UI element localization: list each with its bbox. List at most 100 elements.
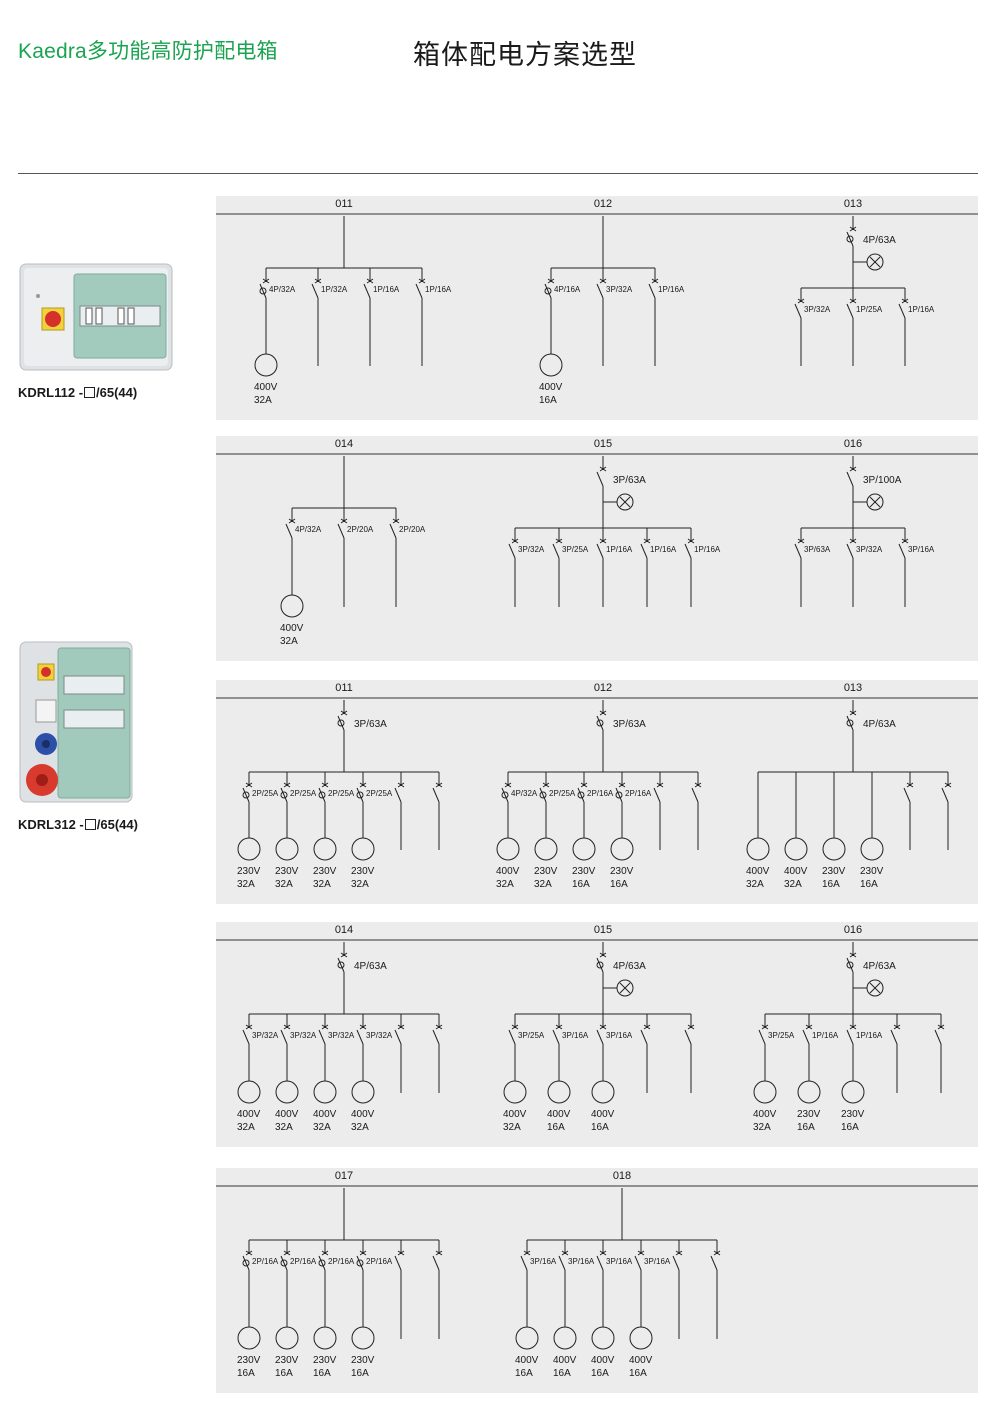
socket-outlet-icon	[515, 1326, 539, 1350]
switch-blade	[280, 787, 288, 803]
scheme-012: 0123P/63A4P/32A400V32A2P/25A230V32A2P/16…	[496, 682, 702, 890]
switch-blade	[640, 543, 648, 559]
breaker-label: 3P/32A	[290, 1031, 317, 1040]
switch-blade	[544, 283, 552, 299]
outlet-current: 16A	[572, 879, 590, 890]
switch-blade	[318, 1029, 326, 1045]
socket-outlet-icon	[313, 1080, 337, 1104]
switch-blade	[508, 1029, 516, 1045]
pilot-lamp-icon	[616, 493, 634, 511]
socket-outlet-icon	[797, 1080, 821, 1104]
branch-circuit: 400V 32A	[784, 772, 808, 890]
switch-blade	[596, 1029, 604, 1045]
switch-x-mark	[359, 1024, 367, 1030]
scheme-code: 016	[844, 924, 862, 936]
outlet-voltage: 230V	[351, 1355, 375, 1366]
outlet-voltage: 400V	[539, 382, 563, 393]
switch-x-mark	[397, 782, 405, 788]
branch-circuit	[640, 1014, 651, 1093]
switch-blade	[846, 471, 854, 487]
pilot-lamp-icon	[869, 496, 881, 508]
switch-x-mark	[849, 298, 857, 304]
product-image-kdrl312	[19, 641, 133, 803]
breaker-label: 1P/16A	[856, 1031, 883, 1040]
outlet-current: 16A	[237, 1368, 255, 1379]
switch-blade	[552, 1029, 560, 1045]
switch-blade	[898, 303, 906, 319]
scheme-code: 011	[335, 682, 353, 694]
outlet-voltage: 230V	[860, 866, 884, 877]
switch-x-mark	[397, 1250, 405, 1256]
branch-circuit: 3P/32A	[794, 288, 831, 366]
branch-circuit	[394, 1014, 405, 1093]
switch-x-mark	[713, 1250, 721, 1256]
scheme-code: 018	[613, 1170, 631, 1182]
breaker-label: 1P/16A	[425, 285, 452, 294]
socket-outlet-icon	[503, 1080, 527, 1104]
breaker-label: 3P/63A	[804, 545, 831, 554]
switch-blade	[898, 543, 906, 559]
outlet-current: 16A	[822, 879, 840, 890]
switch-x-mark	[906, 782, 914, 788]
breaker-label: 3P/16A	[908, 545, 935, 554]
branch-circuit: 3P/32A	[508, 528, 545, 607]
switch-blade	[520, 1255, 528, 1271]
switch-blade	[794, 543, 802, 559]
switch-x-mark	[523, 1250, 531, 1256]
switch-x-mark	[797, 538, 805, 544]
socket-outlet-icon	[275, 1080, 299, 1104]
switch-blade	[432, 787, 440, 803]
scheme-018: 0183P/16A400V16A3P/16A400V16A3P/16A400V1…	[515, 1170, 721, 1379]
socket-outlet-icon	[610, 837, 634, 861]
switch-blade	[634, 1255, 642, 1271]
branch-circuit: 3P/25A	[552, 528, 589, 607]
switch-blade	[653, 787, 661, 803]
breaker-label: 1P/32A	[321, 285, 348, 294]
outlet-current: 16A	[629, 1368, 647, 1379]
outlet-current: 16A	[547, 1122, 565, 1133]
outlet-current: 16A	[313, 1368, 331, 1379]
outlet-current: 16A	[553, 1368, 571, 1379]
outlet-voltage: 400V	[784, 866, 808, 877]
scheme-code: 015	[594, 438, 612, 450]
outlet-voltage: 230V	[313, 1355, 337, 1366]
rcd-symbol	[539, 791, 547, 799]
breaker-label: 3P/16A	[562, 1031, 589, 1040]
breaker-label: 4P/32A	[295, 525, 322, 534]
switch-blade	[640, 1029, 648, 1045]
switch-x-mark	[849, 226, 857, 232]
scheme-code: 013	[844, 682, 862, 694]
switch-x-mark	[418, 278, 426, 284]
switch-blade	[242, 1029, 250, 1045]
breaker-label: 3P/16A	[644, 1257, 671, 1266]
switch-blade	[415, 283, 423, 299]
rcd-symbol	[615, 791, 623, 799]
switch-x-mark	[435, 1250, 443, 1256]
outlet-current: 32A	[313, 879, 331, 890]
switch-blade	[337, 523, 345, 539]
switch-blade	[356, 1029, 364, 1045]
switch-x-mark	[599, 466, 607, 472]
size-placeholder-box	[84, 819, 96, 830]
outlet-current: 32A	[784, 879, 802, 890]
branch-circuit	[432, 772, 443, 850]
branch-circuit	[653, 772, 664, 850]
socket-outlet-icon	[280, 594, 304, 618]
rcd-symbol	[280, 791, 288, 799]
breaker-label: 2P/25A	[328, 789, 355, 798]
branch-circuit	[394, 772, 405, 850]
breaker-label: 3P/16A	[530, 1257, 557, 1266]
switch-blade	[280, 1029, 288, 1045]
product-code-kdrl112: KDRL112 -/65(44)	[18, 385, 138, 400]
switch-x-mark	[893, 1024, 901, 1030]
breaker-label: 1P/25A	[856, 305, 883, 314]
pilot-lamp-icon	[619, 982, 631, 994]
